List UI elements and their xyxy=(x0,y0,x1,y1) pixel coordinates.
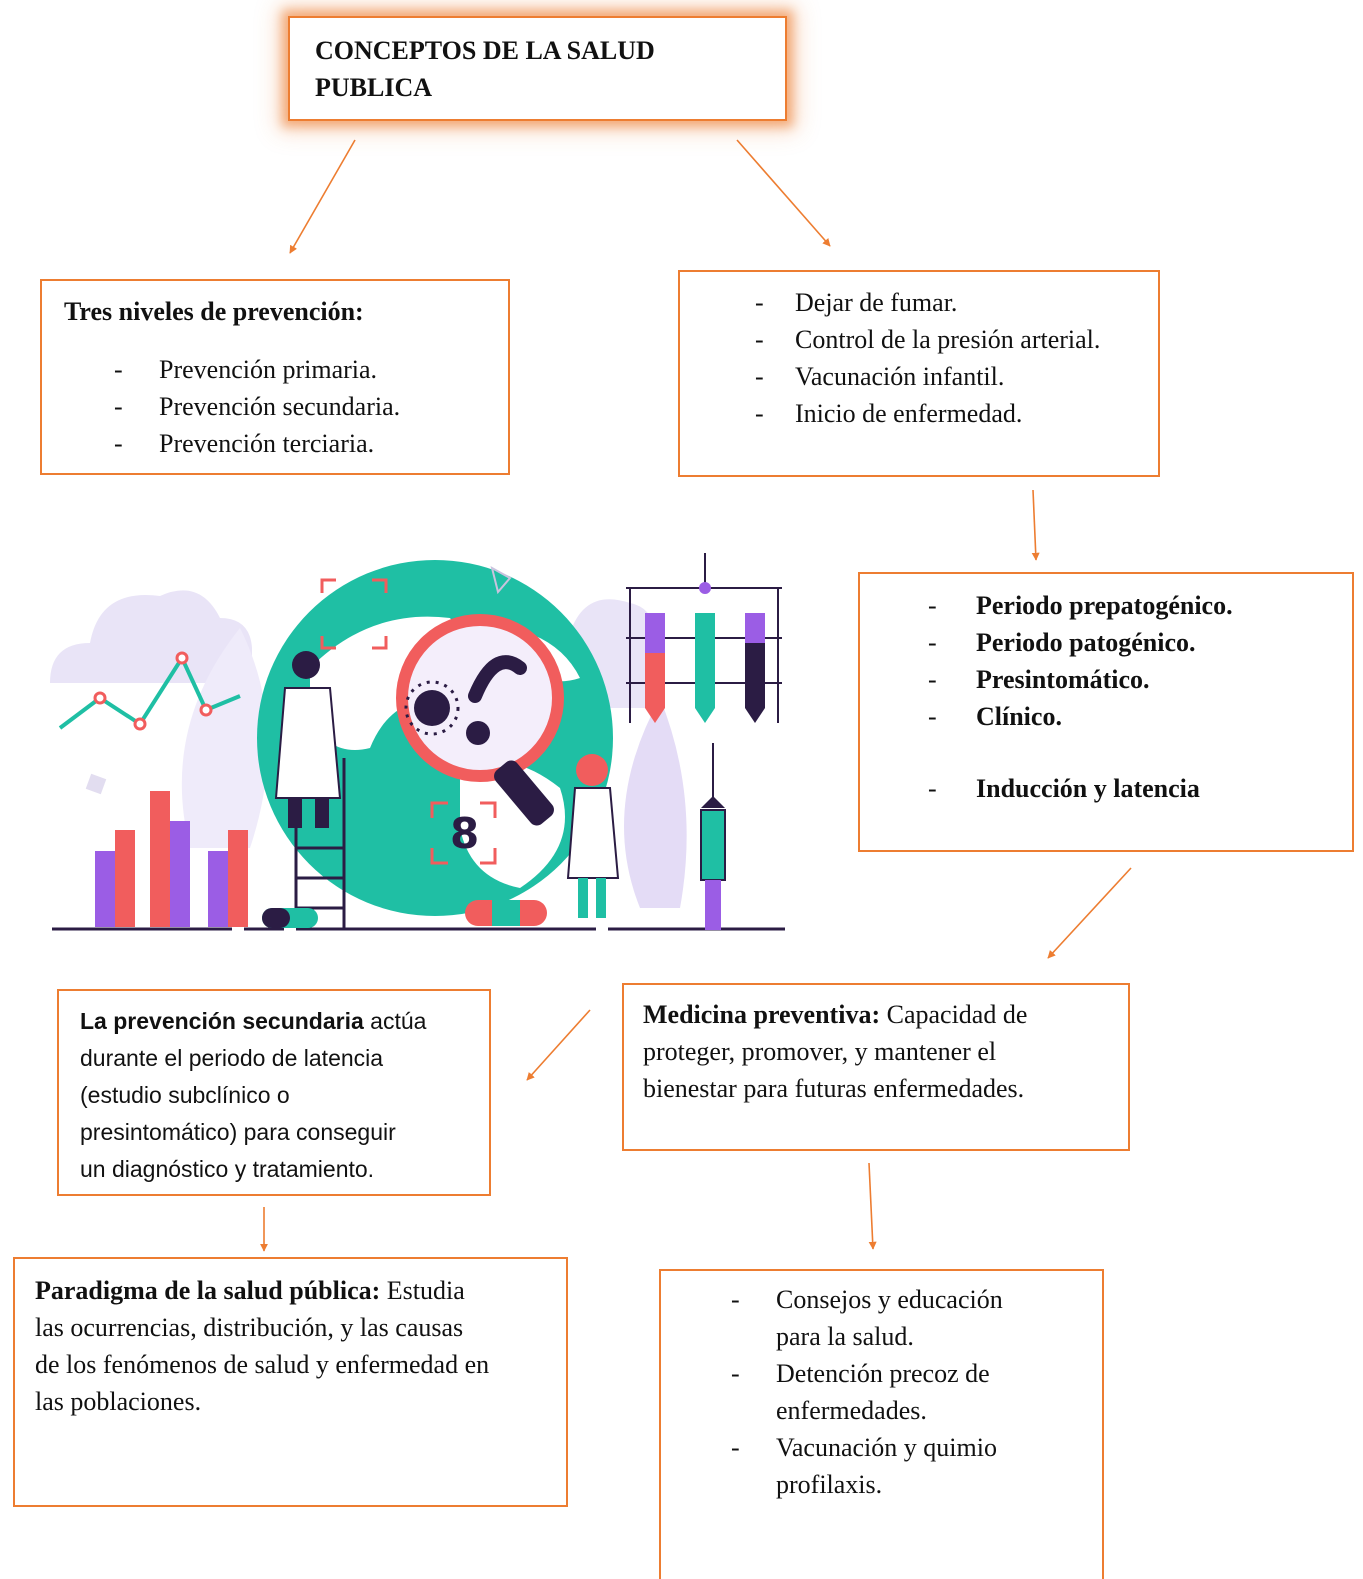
bacteria-icon xyxy=(468,655,527,703)
title-line-1: CONCEPTOS DE LA SALUD xyxy=(315,36,655,65)
syringe-icon xyxy=(700,743,726,930)
preventive-medicine-box: Medicina preventiva: Capacidad de proteg… xyxy=(622,983,1130,1151)
list-item: -Periodo prepatogénico. xyxy=(928,591,1233,620)
bar-shape xyxy=(170,821,190,927)
trend-point xyxy=(175,651,189,665)
bar-shape xyxy=(150,791,170,927)
arrow-title-to-levels xyxy=(289,139,356,254)
magnifier-handle xyxy=(494,760,554,826)
leaf-shape xyxy=(181,628,268,848)
secondary-text: La prevención secundaria actúa durante e… xyxy=(80,1008,427,1182)
paradigm-text: Paradigma de la salud pública: Estudia l… xyxy=(35,1276,490,1416)
list-item: -Dejar de fumar. xyxy=(755,288,958,317)
title-text: CONCEPTOS DE LA SALUD PUBLICA xyxy=(315,32,655,106)
arrow-title-to-actions xyxy=(736,139,831,247)
list-item: -Clínico. xyxy=(928,702,1062,731)
leaf-shape xyxy=(624,698,687,908)
trend-point xyxy=(199,703,213,717)
paradigm-box: Paradigma de la salud pública: Estudia l… xyxy=(13,1257,568,1507)
actions-list: -Dejar de fumar. -Control de la presión … xyxy=(755,284,1155,432)
arrow-preventive-to-advice xyxy=(868,1162,877,1250)
virus-icon xyxy=(414,690,450,726)
bar-shape xyxy=(95,851,115,927)
bar-shape xyxy=(228,830,248,927)
levels-heading: Tres niveles de prevención: xyxy=(64,297,364,326)
list-item: -Periodo patogénico. xyxy=(928,628,1196,657)
levels-list: -Prevención primaria. -Prevención secund… xyxy=(114,351,494,462)
scan-frame-icon xyxy=(320,578,388,650)
arrow-actions-to-periods xyxy=(1031,489,1040,561)
list-item: -Prevención primaria. xyxy=(114,355,378,384)
arrow-preventive-to-secondary xyxy=(526,1009,591,1081)
list-item: -Control de la presión arterial. xyxy=(755,325,1101,354)
preventive-text: Medicina preventiva: Capacidad de proteg… xyxy=(643,1000,1028,1103)
periods-box: -Periodo prepatogénico. -Periodo patogén… xyxy=(858,572,1354,852)
scientist-figure xyxy=(274,651,342,828)
periods-list: -Periodo prepatogénico. -Periodo patogén… xyxy=(928,587,1348,807)
scientist-figure xyxy=(566,754,620,918)
scan-frame-icon xyxy=(430,801,497,865)
secondary-prevention-box: La prevención secundaria actúa durante e… xyxy=(57,989,491,1196)
arrow-periods-to-preventive xyxy=(1047,867,1132,959)
svg-text:8: 8 xyxy=(450,809,479,858)
list-item: -Vacunación infantil. xyxy=(755,362,1005,391)
list-item: -Prevención secundaria. xyxy=(114,392,401,421)
diamond-shape xyxy=(490,566,512,595)
bar-shape xyxy=(208,851,228,927)
public-health-illustration: 8 xyxy=(50,553,785,931)
trend-point xyxy=(133,717,147,731)
bar-shape xyxy=(115,830,135,927)
list-item: -Prevención terciaria. xyxy=(114,429,375,458)
list-item: -Presintomático. xyxy=(928,665,1150,694)
cloud-shape xyxy=(50,590,252,683)
trend-point xyxy=(93,691,107,705)
title-line-2: PUBLICA xyxy=(315,73,433,102)
list-item: -Inducción y latencia xyxy=(928,774,1200,803)
title-box: CONCEPTOS DE LA SALUD PUBLICA xyxy=(288,16,787,121)
prevention-levels-box: Tres niveles de prevención: -Prevención … xyxy=(40,279,510,475)
list-item: -Inicio de enfermedad. xyxy=(755,399,1023,428)
cube-shape xyxy=(85,773,107,795)
test-tube-icon xyxy=(695,613,715,723)
actions-box: -Dejar de fumar. -Control de la presión … xyxy=(678,270,1160,477)
